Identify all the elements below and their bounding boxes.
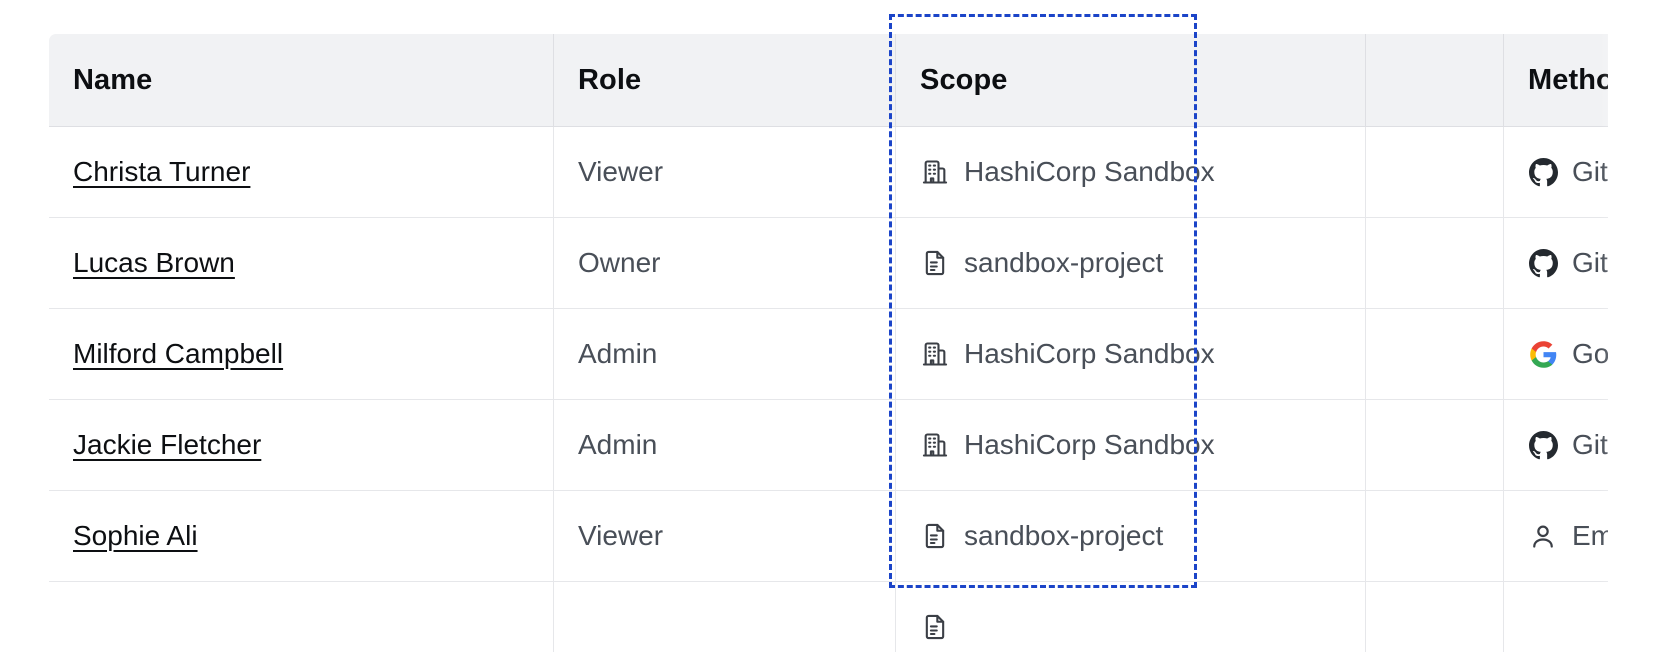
column-header-method[interactable]: Method [1503,34,1608,127]
cell-role: Admin [553,399,896,491]
method-label: GitHub [1572,156,1608,187]
cell-method: Email [1503,490,1608,582]
cell-spacer [1365,581,1504,652]
cell-method: GitHub [1503,399,1608,491]
table-row[interactable]: Milford Campbell Admin [49,308,1608,400]
table-row[interactable]: Lucas Brown Owner sa [49,217,1608,309]
cell-role: Owner [553,217,896,309]
cell-method: GitHub [1503,126,1608,218]
project-file-icon [920,612,950,642]
column-header-name[interactable]: Name [49,34,554,127]
cell-name: Milford Campbell [49,308,554,400]
user-name-link[interactable]: Sophie Ali [73,520,198,551]
user-name-link[interactable]: Milford Campbell [73,338,284,369]
user-name-link[interactable]: Christa Turner [73,156,251,187]
column-header-spacer [1365,34,1504,127]
table-row[interactable] [49,581,1608,652]
table-header-row: Name Role Scope Method [49,34,1608,127]
project-file-icon [920,521,950,551]
github-icon [1528,248,1558,278]
cell-scope: HashiCorp Sandbox [895,126,1366,218]
scope-label: HashiCorp Sandbox [964,429,1215,460]
github-icon [1528,157,1558,187]
cell-method: Google [1503,308,1608,400]
google-icon [1528,339,1558,369]
scope-label: HashiCorp Sandbox [964,338,1215,369]
cell-spacer [1365,399,1504,491]
method-label: Email [1572,520,1608,551]
table-row[interactable]: Sophie Ali Viewer sa [49,490,1608,582]
cell-spacer [1365,308,1504,400]
cell-name [49,581,554,652]
table-row[interactable]: Jackie Fletcher Admin [49,399,1608,491]
user-icon [1528,521,1558,551]
table-row[interactable]: Christa Turner Viewer [49,126,1608,218]
column-header-role[interactable]: Role [553,34,896,127]
permissions-table: Name Role Scope Method Christa Turner Vi… [48,33,1608,652]
method-label: GitHub [1572,429,1608,460]
table-header: Name Role Scope Method [49,34,1608,127]
horizontal-scroll-fade [1600,0,1672,652]
cell-spacer [1365,217,1504,309]
organization-icon [920,339,950,369]
cell-role: Viewer [553,126,896,218]
cell-name: Jackie Fletcher [49,399,554,491]
table-body: Christa Turner Viewer [49,126,1608,652]
cell-name: Sophie Ali [49,490,554,582]
method-label: GitHub [1572,247,1608,278]
cell-scope: sandbox-project [895,490,1366,582]
cell-role: Viewer [553,490,896,582]
scope-label: sandbox-project [964,247,1164,278]
cell-method: GitHub [1503,217,1608,309]
scope-label: sandbox-project [964,520,1164,551]
scope-label: HashiCorp Sandbox [964,156,1215,187]
user-name-link[interactable]: Jackie Fletcher [73,429,262,460]
cell-role: Admin [553,308,896,400]
table-scroll-container[interactable]: Name Role Scope Method Christa Turner Vi… [48,33,1608,652]
organization-icon [920,157,950,187]
cell-scope: HashiCorp Sandbox [895,308,1366,400]
cell-name: Lucas Brown [49,217,554,309]
cell-role [553,581,896,652]
user-name-link[interactable]: Lucas Brown [73,247,235,278]
github-icon [1528,430,1558,460]
method-label: Google [1572,338,1608,369]
cell-scope: HashiCorp Sandbox [895,399,1366,491]
column-header-scope[interactable]: Scope [895,34,1366,127]
cell-scope: sandbox-project [895,217,1366,309]
organization-icon [920,430,950,460]
cell-method [1503,581,1608,652]
cell-spacer [1365,126,1504,218]
cell-name: Christa Turner [49,126,554,218]
project-file-icon [920,248,950,278]
cell-scope [895,581,1366,652]
cell-spacer [1365,490,1504,582]
